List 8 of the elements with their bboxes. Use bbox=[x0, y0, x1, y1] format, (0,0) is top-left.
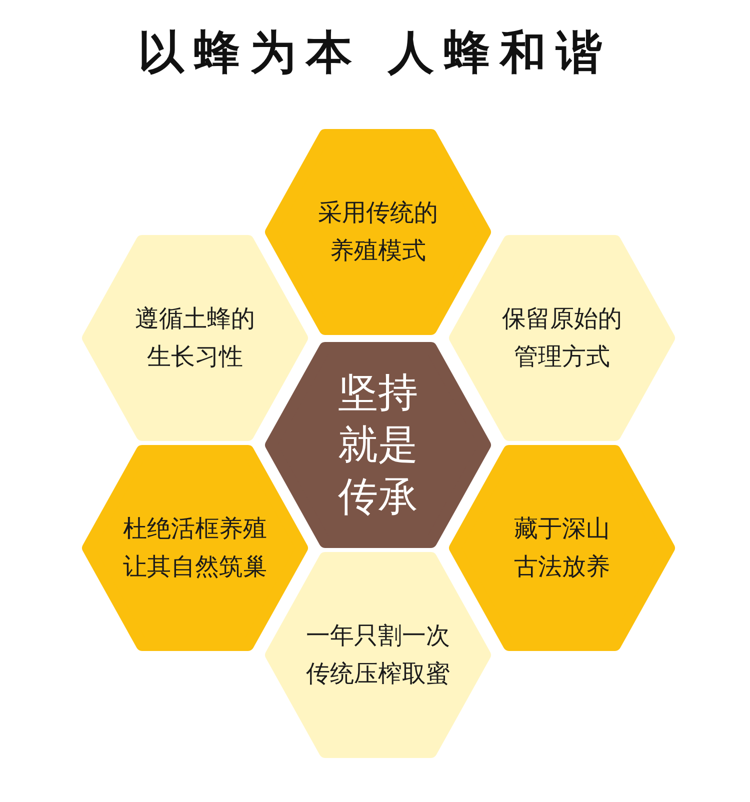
hexagon-label: 遵循土蜂的生长习性 bbox=[134, 304, 256, 373]
hexagon-label: 杜绝活框养殖让其自然筑巢 bbox=[122, 514, 268, 583]
hexagon-label: 藏于深山古法放养 bbox=[513, 514, 611, 583]
page-title: 以蜂为本 人蜂和谐 bbox=[136, 24, 613, 81]
hexagon-label: 一年只割一次传统压榨取蜜 bbox=[305, 620, 451, 690]
hexagon-label: 坚持就是传承 bbox=[337, 369, 419, 522]
hexagon-label: 采用传统的养殖模式 bbox=[317, 198, 439, 267]
hexagon-label: 保留原始的管理方式 bbox=[501, 304, 623, 373]
